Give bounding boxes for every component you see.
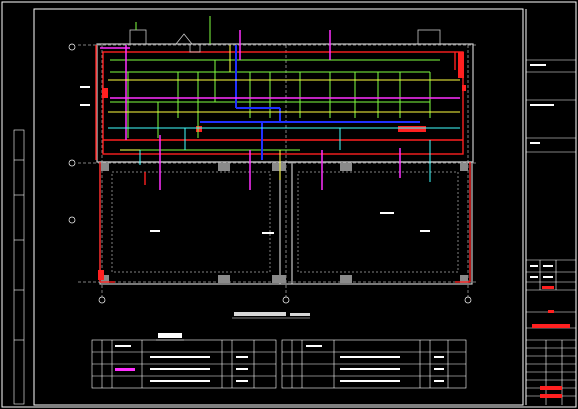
structural-columns [101,163,468,283]
legend-table-right-cells [306,345,444,382]
pipe-magenta [100,30,460,190]
pipe-callouts [80,86,430,234]
axis-bubbles [68,43,472,304]
legend-table-left [91,339,277,389]
roof-features [129,29,441,53]
red-fittings [98,52,466,280]
pipe-cyan [108,127,460,182]
left-binding-strip [13,129,25,405]
legend-title [156,333,184,341]
title-block [526,59,576,405]
legend-table-left-cells [115,345,248,382]
roof-stacks [135,16,211,44]
pipe-yellow [108,45,460,180]
plan-title [232,312,310,319]
pipe-blue [200,45,420,160]
title-block-red-marks [532,286,570,398]
pipe-green [110,59,440,151]
sheet-inner-frame [33,8,524,406]
fire-main-red [95,45,471,283]
room-outlines [111,171,459,273]
legend-table-right [281,339,467,389]
title-block-text [530,64,554,278]
